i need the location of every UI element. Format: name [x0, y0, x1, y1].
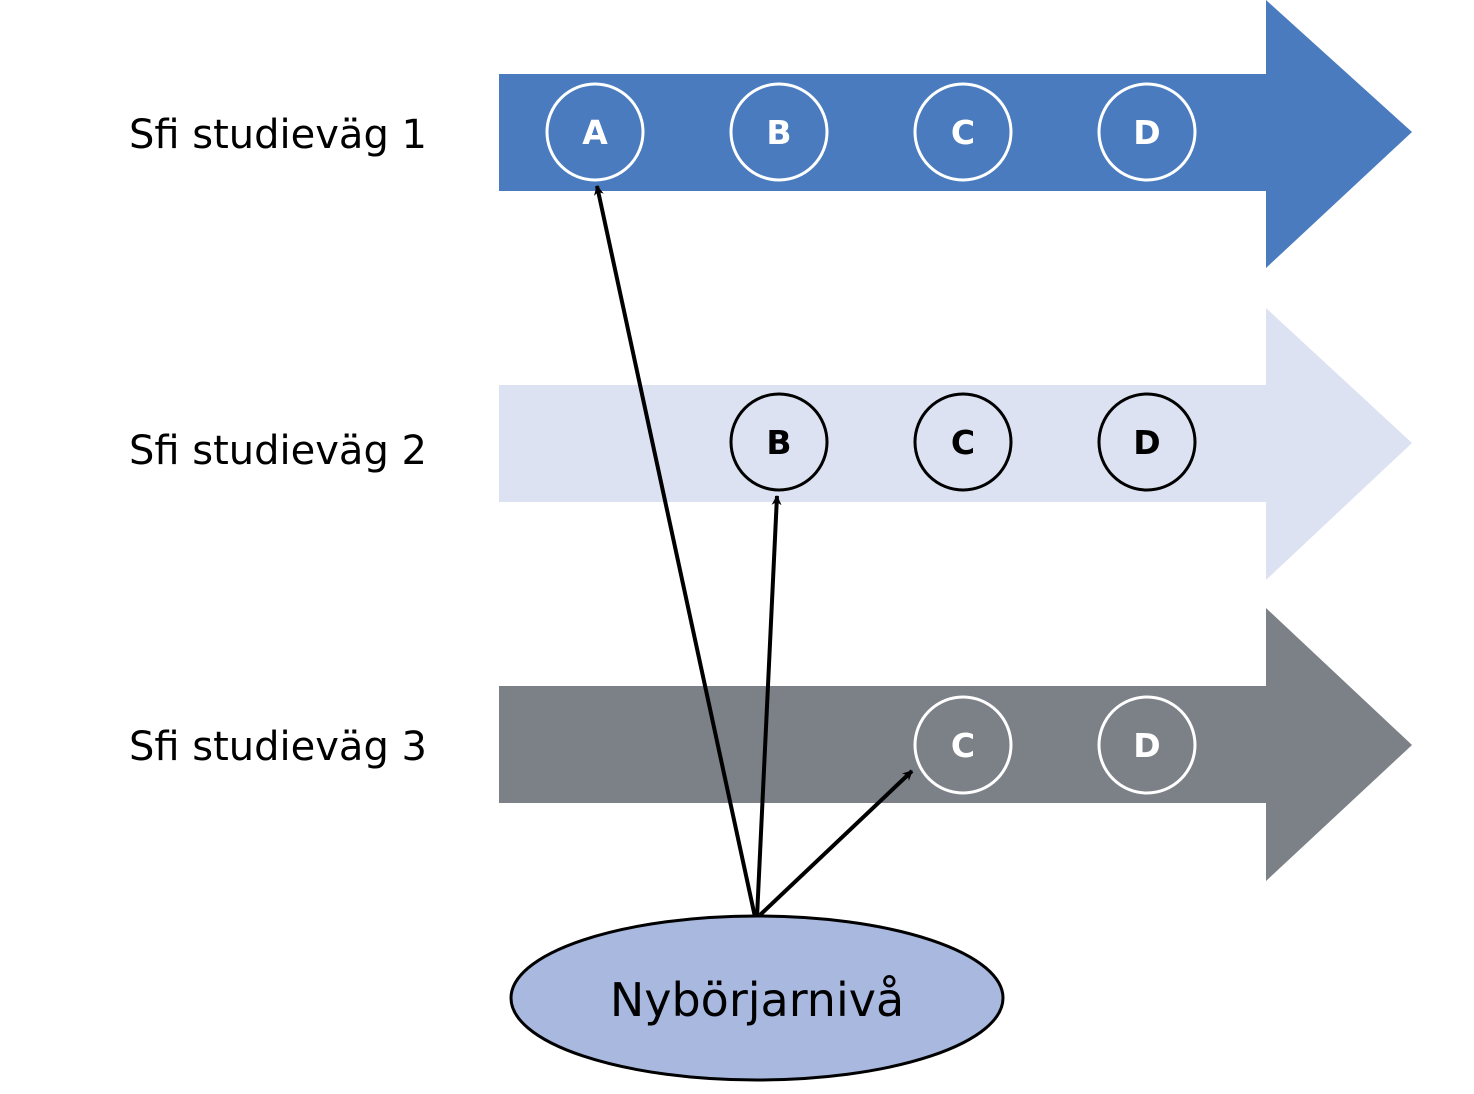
level-letter-d: D — [1133, 423, 1160, 462]
level-letter-c: C — [951, 113, 975, 152]
level-letter-c: C — [951, 726, 975, 765]
path-1-arrow — [499, 0, 1412, 268]
level-circle-d — [1097, 695, 1197, 795]
level-letter-b: B — [766, 113, 791, 152]
path-2-label: Sfi studieväg 2 — [129, 428, 427, 474]
level-circle-a — [545, 82, 645, 182]
study-path-1: Sfi studieväg 1 A B C D — [129, 0, 1412, 268]
level-letter-c: C — [951, 423, 975, 462]
path-3-label: Sfi studieväg 3 — [129, 724, 427, 770]
study-path-2: Sfi studieväg 2 B C D — [129, 308, 1412, 580]
start-node: Nybörjarnivå — [509, 914, 1005, 1082]
level-letter-b: B — [766, 423, 791, 462]
path-2-arrow — [499, 308, 1412, 580]
start-label: Nybörjarnivå — [610, 973, 904, 1027]
path-1-label: Sfi studieväg 1 — [129, 112, 427, 158]
arrow-to-path-3-level-c — [758, 769, 914, 917]
level-letter-a: A — [582, 113, 608, 152]
arrow-to-path-1-level-a — [594, 185, 757, 918]
level-circle-b — [729, 82, 829, 182]
level-letter-d: D — [1133, 726, 1160, 765]
level-circle-c — [913, 392, 1013, 492]
level-letter-d: D — [1133, 113, 1160, 152]
start-ellipse — [509, 914, 1005, 1082]
path-3-arrow — [499, 608, 1412, 881]
level-circle-d — [1097, 82, 1197, 182]
path-2-levels: B C D — [729, 392, 1197, 492]
level-circle-c — [913, 695, 1013, 795]
path-1-levels: A B C D — [545, 82, 1197, 182]
level-circle-d — [1097, 392, 1197, 492]
level-circle-b — [729, 392, 829, 492]
arrow-to-path-2-level-b — [755, 495, 782, 918]
level-circle-c — [913, 82, 1013, 182]
connector-arrows — [594, 185, 914, 918]
